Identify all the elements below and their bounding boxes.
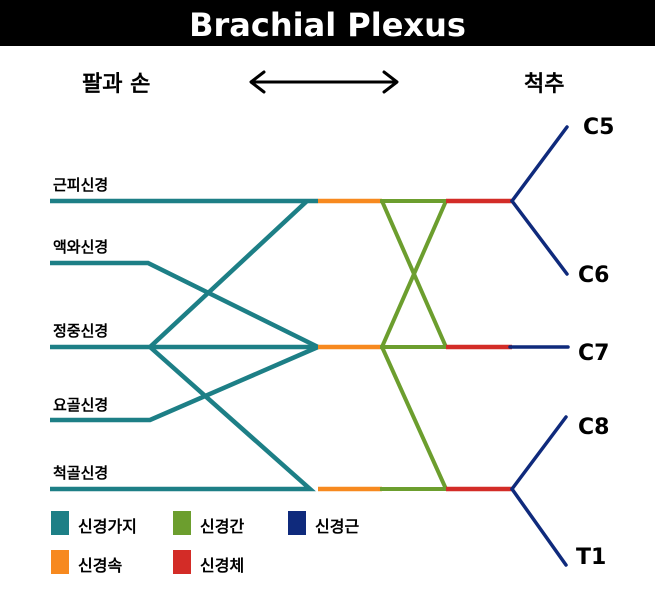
nerve-label-ulnar: 척골신경 (53, 464, 109, 482)
legend-swatch-branch (51, 511, 69, 535)
legend-swatch-root (288, 511, 306, 535)
double-arrow-icon (249, 70, 399, 94)
branch-radial (50, 344, 319, 423)
cord-lines (318, 198, 382, 492)
legend-swatch-division (173, 511, 191, 535)
legend-label-division: 신경간 (200, 517, 245, 536)
legend-swatch-cord (51, 550, 69, 574)
root-c6 (510, 199, 569, 276)
nerve-label-radial: 요골신경 (53, 396, 109, 414)
root-label-c5: C5 (583, 115, 615, 140)
nerve-label-median: 정중신경 (53, 322, 109, 340)
branch-ulnar (50, 345, 316, 492)
root-label-c7: C7 (578, 341, 610, 366)
root-label-c6: C6 (578, 263, 610, 288)
root-label-t1: T1 (576, 545, 607, 570)
branch-axillary (50, 260, 319, 350)
legend-label-root: 신경근 (315, 517, 360, 536)
page-title: Brachial Plexus (189, 6, 466, 44)
division-diag-down (380, 346, 448, 490)
root-t1 (510, 487, 568, 567)
nerve-label-musculocutaneous: 근피신경 (53, 176, 109, 194)
trunk-lines (446, 198, 512, 492)
legend-label-trunk: 신경체 (200, 556, 245, 575)
nerve-label-axillary: 액와신경 (53, 238, 109, 256)
legend-label-branch: 신경가지 (78, 517, 137, 536)
division-lines (380, 199, 448, 491)
root-c5 (510, 125, 569, 203)
header-spine: 척추 (524, 72, 565, 97)
header-arm-hand: 팔과 손 (82, 72, 151, 97)
legend-swatches (51, 511, 306, 574)
branch-lines (50, 198, 319, 492)
root-c8 (510, 415, 568, 491)
root-lines (508, 125, 570, 567)
title-bar: Brachial Plexus (0, 0, 655, 46)
legend-swatch-trunk (173, 550, 191, 574)
division-cross-b (380, 200, 448, 348)
root-label-c8: C8 (578, 415, 610, 440)
legend-label-cord: 신경속 (78, 556, 123, 575)
